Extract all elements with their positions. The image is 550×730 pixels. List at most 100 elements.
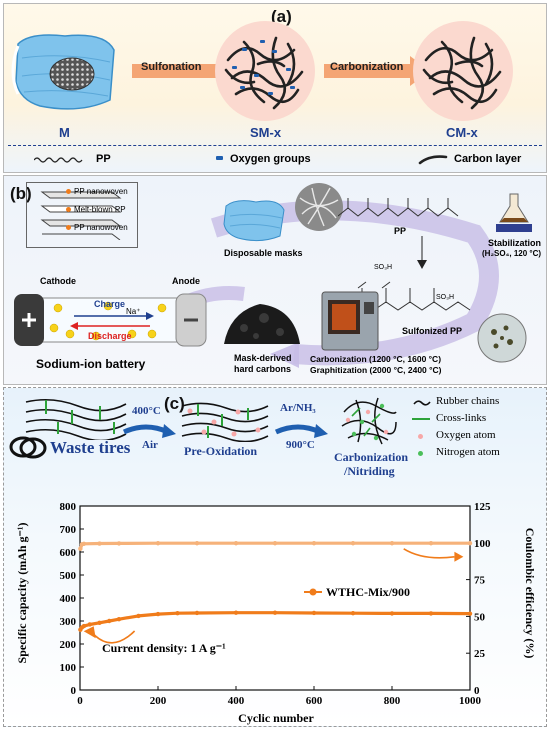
series-1-point-13: [467, 541, 473, 546]
y2-tick-label-5: 125: [474, 501, 491, 513]
sodium-ion-battery-label: Sodium-ion battery: [36, 357, 146, 371]
disposable-mask-icon: [223, 200, 285, 242]
y2-tick-label-1: 25: [474, 648, 486, 660]
panel-c-label: (c): [164, 394, 185, 413]
y-axis-label: Specific capacity (mAh g⁻¹): [15, 523, 29, 664]
series-0-point-4: [97, 620, 102, 626]
x-tick-label-0: 0: [77, 695, 83, 707]
y-tick-label-7: 700: [60, 524, 77, 536]
series-0-point-7: [136, 613, 141, 619]
series-0-point-14: [350, 610, 356, 616]
x-tick-label-2: 400: [228, 695, 245, 707]
stage-smx-label: SM-x: [250, 125, 282, 140]
series-0-point-3: [87, 622, 92, 627]
air-label: Air: [142, 439, 158, 451]
carbonization-nitriding-label-2: /Nitriding: [344, 464, 395, 478]
sm-x-fiber-network: [215, 21, 315, 121]
series-0-point-6: [116, 616, 122, 622]
pp-legend-label: PP: [96, 153, 111, 165]
carbon-layer-legend-label: Carbon layer: [454, 153, 522, 165]
na-ion-label: Na⁺: [126, 307, 141, 316]
series-1-point-12: [428, 541, 434, 546]
cm-x-carbon-network: [413, 21, 513, 121]
y-tick-label-6: 600: [60, 547, 77, 559]
x-axis-label: Cyclic number: [238, 711, 314, 725]
temp-900-label: 900°C: [286, 439, 315, 451]
layer-dot-2: [66, 207, 71, 212]
y2-tick-label-3: 75: [474, 575, 486, 587]
sulfonized-pp-label: Sulfonized PP: [402, 326, 463, 336]
hard-carbon-label-2: hard carbons: [234, 364, 292, 374]
hard-carbon-pile-icon: [224, 304, 300, 344]
y-tick-label-4: 400: [60, 593, 77, 605]
panel-a: (a) Sulfonation: [3, 3, 547, 173]
carbonization-label: Carbonization: [330, 61, 404, 73]
stabilization-condition: (H₂SO₄, 120 °C): [482, 249, 542, 258]
carbonization-arrow: [324, 56, 430, 86]
capacity-pointer-arrowhead: [83, 626, 96, 639]
oxygen-groups-legend-label: Oxygen groups: [230, 153, 311, 165]
y2-tick-label-0: 0: [474, 685, 480, 697]
nitrogen-atom-legend-icon: [418, 451, 423, 456]
pre-oxidized-structure: [181, 402, 269, 442]
carbonization-nitriding-label-1: Carbonization: [334, 450, 409, 464]
x-tick-label-5: 1000: [459, 695, 482, 707]
x-tick-label-1: 200: [150, 695, 167, 707]
layer-outer-1: PP nanowoven: [74, 187, 128, 196]
legend-divider: [8, 145, 542, 146]
mask-layer-stack: [40, 191, 122, 240]
layer-dot-1: [66, 189, 71, 194]
stage-m-label: M: [59, 125, 70, 140]
disposable-masks-label: Disposable masks: [224, 248, 303, 258]
series-0-point-17: [467, 611, 473, 616]
rubber-chain-legend-icon: [413, 400, 431, 406]
series-0-point-15: [389, 611, 395, 616]
series-1-point-3: [97, 541, 102, 546]
panel-a-label: (a): [271, 7, 292, 26]
y-tick-label-5: 500: [60, 570, 77, 582]
rubber-chain-bundle: [25, 398, 127, 440]
series-0-point-13: [311, 610, 317, 616]
discharge-label: Discharge: [88, 331, 132, 341]
ar-nh3-label: Ar/NH₃: [280, 402, 316, 414]
series-0-point-5: [107, 618, 112, 624]
oxygen-atom-legend-icon: [418, 434, 423, 439]
series-0-point-12: [272, 610, 278, 615]
series-label: WTHC-Mix/900: [326, 585, 410, 599]
series-1-point-5: [155, 541, 161, 546]
pp-legend-icon: [34, 157, 83, 163]
series-1-point-11: [389, 541, 395, 546]
series-1-point-8: [272, 541, 278, 546]
plot-frame: [79, 505, 471, 691]
anode-label: Anode: [172, 276, 200, 286]
nitrided-carbon-structure: [341, 397, 397, 445]
tire-icon: [9, 436, 47, 459]
y2-axis-label: Coulombic efficiency (%): [523, 528, 537, 659]
layer-dot-3: [66, 225, 71, 230]
down-arrow-icon: [417, 236, 427, 269]
tube-furnace-icon: [321, 291, 379, 351]
cross-links-legend-label: Cross-links: [436, 412, 487, 424]
y2-tick-label-4: 100: [474, 538, 491, 550]
series-0-point-9: [175, 610, 180, 616]
series-1-point-6: [194, 541, 200, 546]
series-0-point-2: [81, 623, 87, 629]
panel-b: (b) PP nanowoven Melt-blown PP PP nanowo…: [3, 175, 547, 385]
carbon-layer-legend-icon: [418, 155, 448, 165]
y-tick-label-1: 100: [60, 662, 77, 674]
layer-outer-2: PP nanowoven: [74, 223, 128, 232]
y2-tick-label-2: 50: [474, 611, 486, 623]
y-tick-label-8: 800: [60, 501, 77, 513]
series-line-1: [78, 541, 470, 550]
cathode-label: Cathode: [40, 276, 76, 286]
y-tick-label-2: 200: [60, 639, 77, 651]
series-legend-marker: [309, 588, 317, 596]
ce-pointer-arrow: [403, 548, 455, 559]
series-0-point-11: [233, 610, 239, 615]
fiber-micrograph: [295, 183, 343, 231]
pp-label: PP: [394, 226, 407, 236]
pp-chain-structure: [338, 198, 459, 217]
series-0-point-8: [155, 611, 161, 617]
